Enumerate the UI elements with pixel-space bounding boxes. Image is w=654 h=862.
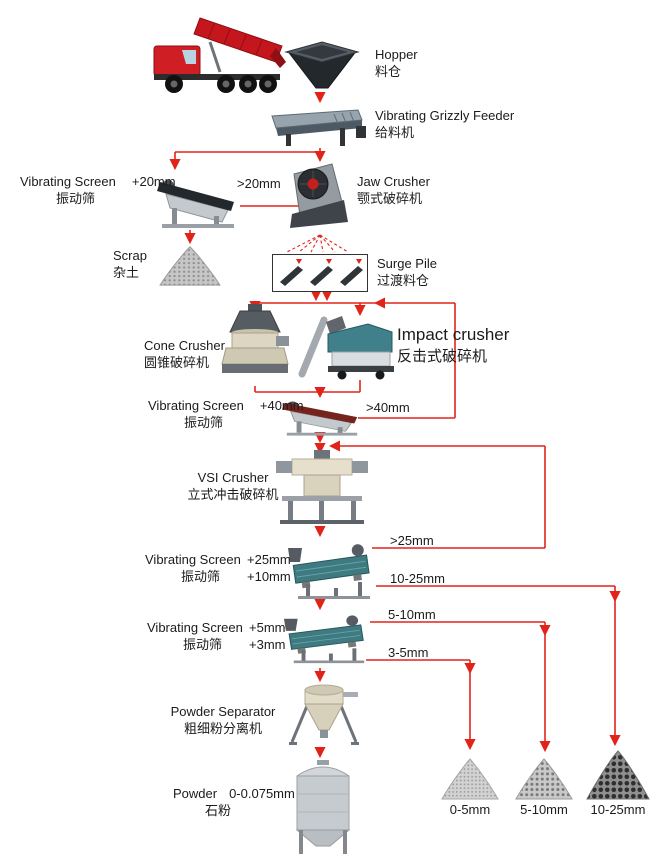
- powder-silo-image: [292, 758, 354, 861]
- hopper-label: Hopper 料仓: [375, 47, 418, 79]
- flow-label-10-25mm: 10-25mm: [390, 571, 445, 586]
- scrap-pile-image: [158, 244, 222, 293]
- flow-label-over-25mm: >25mm: [390, 533, 434, 548]
- vsi-crusher-label: VSI Crusher 立式冲击破碎机: [187, 470, 279, 502]
- cone-crusher-image: [220, 302, 290, 391]
- flow-label-5-10mm: 5-10mm: [388, 607, 436, 622]
- powder-separator-image: [284, 682, 364, 753]
- flow-label-3-5mm: 3-5mm: [388, 645, 429, 660]
- vibrating-screen-5-3-image: [282, 610, 372, 669]
- vsi-crusher-image: [274, 448, 370, 529]
- scrap-label: Scrap 杂土: [113, 248, 147, 280]
- or-slash: [294, 314, 330, 385]
- surge-pile-label: Surge Pile 过渡料仓: [377, 256, 437, 288]
- pile-0-5-label: 0-5mm: [449, 802, 491, 817]
- dump-truck-image: [148, 6, 288, 99]
- screen-25-10-label: Vibrating Screen+25mm 振动筛+10mm: [145, 552, 291, 584]
- flow-label-over-40mm: >40mm: [366, 400, 410, 415]
- vibrating-screen-40-image: [279, 393, 367, 442]
- grizzly-feeder-image: [268, 102, 368, 153]
- vibrating-screen-20-image: [154, 168, 244, 235]
- pile-10-25-label: 10-25mm: [590, 802, 646, 817]
- pile-5-10-image: [514, 756, 574, 807]
- jaw-crusher-image: [286, 158, 352, 239]
- pile-5-10-label: 5-10mm: [520, 802, 568, 817]
- hopper-image: [284, 40, 360, 97]
- impact-crusher-label: Impact crusher 反击式破碎机: [397, 325, 510, 365]
- impact-crusher-image: [322, 314, 400, 385]
- jaw-crusher-label: Jaw Crusher 颚式破碎机: [357, 174, 430, 206]
- pile-10-25-image: [585, 748, 651, 807]
- screen-5-3-label: Vibrating Screen+5mm 振动筛+3mm: [147, 620, 286, 652]
- powder-separator-label: Powder Separator 粗细粉分离机: [170, 704, 276, 736]
- vibrating-screen-25-10-image: [286, 538, 378, 605]
- feeder-label: Vibrating Grizzly Feeder 给料机: [375, 108, 515, 140]
- surge-pile-image: [272, 254, 368, 297]
- flow-label-over-20mm: >20mm: [237, 176, 281, 191]
- cone-crusher-label: Cone Crusher 圆锥破碎机: [144, 338, 225, 370]
- pile-0-5-image: [440, 756, 500, 807]
- screen-40-label: Vibrating Screen+40mm 振动筛: [148, 398, 304, 430]
- screen-20-label: Vibrating Screen+20mm 振动筛: [20, 174, 176, 206]
